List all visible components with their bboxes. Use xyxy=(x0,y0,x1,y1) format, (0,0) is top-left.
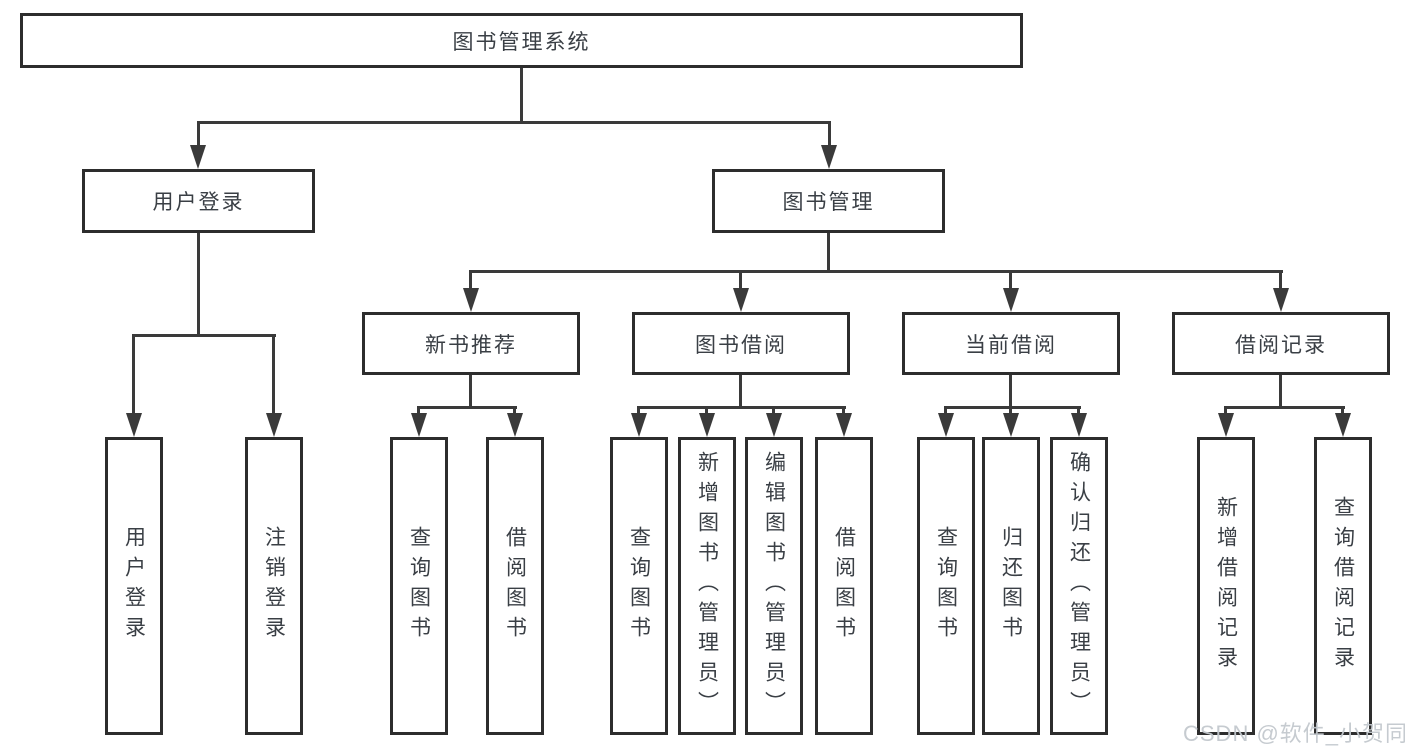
connector xyxy=(417,406,420,417)
arrow-down-icon xyxy=(836,413,852,437)
connector xyxy=(469,375,472,409)
leaf-logout: 注销登录 xyxy=(245,437,303,735)
node-user-login: 用户登录 xyxy=(82,169,315,233)
leaf-label: 归还图书 xyxy=(999,526,1023,646)
arrow-down-icon xyxy=(766,413,782,437)
leaf-label: 查询图书 xyxy=(934,526,958,646)
leaf-return-books: 归还图书 xyxy=(982,437,1040,735)
connector xyxy=(132,334,276,337)
arrow-down-icon xyxy=(821,145,837,169)
connector xyxy=(637,406,640,417)
node-root-library-system: 图书管理系统 xyxy=(20,13,1023,68)
node-book-borrowing: 图书借阅 xyxy=(632,312,850,375)
leaf-query-books-current: 查询图书 xyxy=(917,437,975,735)
arrow-down-icon xyxy=(699,413,715,437)
arrow-down-icon xyxy=(1071,413,1087,437)
connector xyxy=(842,406,845,417)
node-current-borrowing: 当前借阅 xyxy=(902,312,1120,375)
leaf-label: 确认归还（管理员） xyxy=(1067,451,1091,721)
leaf-label: 查询图书 xyxy=(627,526,651,646)
connector xyxy=(520,68,523,124)
arrow-down-icon xyxy=(631,413,647,437)
leaf-label: 查询图书 xyxy=(407,526,431,646)
connector xyxy=(1077,406,1080,417)
leaf-borrow-books: 借阅图书 xyxy=(815,437,873,735)
connector xyxy=(1009,406,1012,417)
connector xyxy=(828,121,831,149)
connector xyxy=(739,375,742,409)
connector xyxy=(417,406,517,409)
node-label: 新书推荐 xyxy=(425,333,517,357)
arrow-down-icon xyxy=(1335,413,1351,437)
arrow-down-icon xyxy=(733,288,749,312)
connector xyxy=(197,233,200,337)
leaf-add-books-admin: 新增图书（管理员） xyxy=(678,437,736,735)
node-book-management: 图书管理 xyxy=(712,169,945,233)
leaf-query-books-borrow: 查询图书 xyxy=(610,437,668,735)
arrow-down-icon xyxy=(411,413,427,437)
connector xyxy=(1224,406,1227,417)
node-label: 图书管理系统 xyxy=(452,30,591,54)
arrow-down-icon xyxy=(938,413,954,437)
leaf-label: 注销登录 xyxy=(262,526,286,646)
leaf-borrow-books-recommend: 借阅图书 xyxy=(486,437,544,735)
connector xyxy=(469,270,472,292)
connector xyxy=(944,406,1081,409)
leaf-add-borrow-record: 新增借阅记录 xyxy=(1197,437,1255,735)
arrow-down-icon xyxy=(1003,288,1019,312)
node-label: 当前借阅 xyxy=(965,333,1057,357)
leaf-label: 借阅图书 xyxy=(503,526,527,646)
connector xyxy=(272,334,275,416)
leaf-query-borrow-record: 查询借阅记录 xyxy=(1314,437,1372,735)
leaf-user-login: 用户登录 xyxy=(105,437,163,735)
leaf-query-books-recommend: 查询图书 xyxy=(390,437,448,735)
connector xyxy=(197,121,831,124)
connector xyxy=(1341,406,1344,417)
node-label: 用户登录 xyxy=(152,191,245,214)
leaf-confirm-return-admin: 确认归还（管理员） xyxy=(1050,437,1108,735)
connector xyxy=(470,270,1283,273)
node-label: 借阅记录 xyxy=(1235,333,1327,357)
connector xyxy=(1224,406,1345,409)
connector xyxy=(197,121,200,149)
connector xyxy=(637,406,846,409)
connector xyxy=(1279,375,1282,409)
connector xyxy=(1009,270,1012,292)
arrow-down-icon xyxy=(507,413,523,437)
node-new-book-recommendation: 新书推荐 xyxy=(362,312,580,375)
node-label: 图书借阅 xyxy=(695,333,787,357)
leaf-label: 用户登录 xyxy=(122,526,146,646)
arrow-down-icon xyxy=(463,288,479,312)
node-borrowing-records: 借阅记录 xyxy=(1172,312,1390,375)
arrow-down-icon xyxy=(1003,413,1019,437)
connector xyxy=(772,406,775,417)
connector xyxy=(739,270,742,292)
connector xyxy=(705,406,708,417)
connector xyxy=(944,406,947,417)
connector xyxy=(1009,375,1012,409)
connector xyxy=(513,406,516,417)
arrow-down-icon xyxy=(1218,413,1234,437)
node-label: 图书管理 xyxy=(782,191,875,214)
arrow-down-icon xyxy=(1273,288,1289,312)
csdn-watermark: CSDN @软件_小贺同学 xyxy=(1183,721,1405,746)
leaf-edit-books-admin: 编辑图书（管理员） xyxy=(745,437,803,735)
connector xyxy=(827,233,830,273)
leaf-label: 编辑图书（管理员） xyxy=(762,451,786,721)
arrow-down-icon xyxy=(126,413,142,437)
leaf-label: 借阅图书 xyxy=(832,526,856,646)
arrow-down-icon xyxy=(266,413,282,437)
connector xyxy=(132,334,135,416)
connector xyxy=(1279,270,1282,292)
arrow-down-icon xyxy=(190,145,206,169)
leaf-label: 新增借阅记录 xyxy=(1214,496,1238,676)
leaf-label: 查询借阅记录 xyxy=(1331,496,1355,676)
leaf-label: 新增图书（管理员） xyxy=(695,451,719,721)
